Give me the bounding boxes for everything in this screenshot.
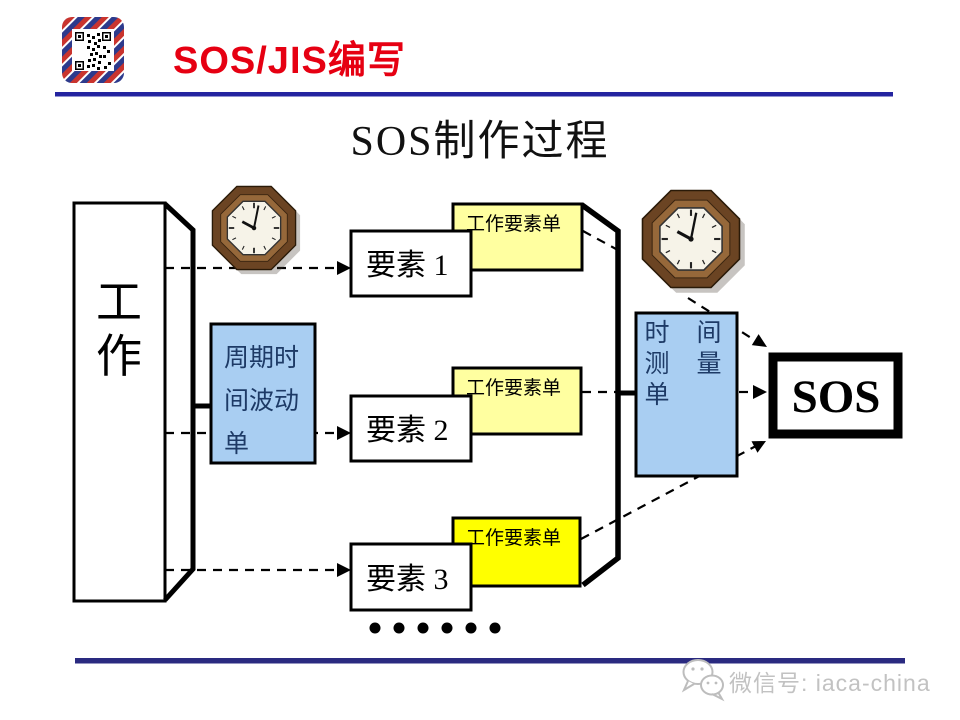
- cycle-time-line2: 间波动: [224, 387, 299, 415]
- wechat-account-label: 微信号: iaca-china: [729, 670, 931, 696]
- element-label-1: 要素 1: [366, 249, 449, 282]
- time-measure-r3c1: 单: [644, 381, 669, 409]
- qr-code-icon: [62, 17, 124, 83]
- time-measure-r1c2: 间: [696, 319, 721, 347]
- ellipsis-dots: [369, 622, 501, 634]
- page-title: SOS/JIS编写: [173, 40, 406, 82]
- footer-rule: [75, 658, 905, 664]
- arrowheads: [337, 261, 767, 577]
- cycle-time-line1: 周期时: [224, 344, 299, 372]
- dash-worksheet1-to-bracket: [582, 230, 617, 250]
- work-box: [72, 201, 167, 603]
- work-box-3d-edge: [163, 202, 196, 602]
- element-box-2: [349, 394, 473, 463]
- element-box-1: [349, 229, 473, 298]
- worksheet-label-1: 工作要素单: [466, 213, 561, 235]
- slide-title: SOS制作过程: [350, 119, 610, 165]
- wechat-bubbles-icon: [681, 659, 725, 702]
- time-measure-box: [634, 311, 739, 478]
- time-measure-r2c1: 测: [644, 350, 669, 378]
- work-char-1: 工: [96, 277, 142, 328]
- wall-clock-icon-right: [640, 188, 747, 295]
- time-measure-r1c1: 时: [644, 319, 669, 347]
- cycle-time-box: [209, 322, 317, 465]
- cycle-time-line3: 单: [224, 430, 249, 458]
- element-label-3: 要素 3: [366, 563, 449, 596]
- wall-clock-icon-left: [211, 185, 302, 276]
- worksheet-label-3: 工作要素单: [466, 527, 561, 549]
- work-char-2: 作: [96, 331, 142, 382]
- time-measure-r2c2: 量: [696, 351, 721, 378]
- sos-label: SOS: [792, 371, 881, 423]
- element-box-3: [349, 542, 473, 612]
- sos-box: [768, 352, 903, 439]
- worksheet-label-2: 工作要素单: [466, 377, 561, 399]
- element-label-2: 要素 2: [366, 414, 449, 447]
- header-rule: [55, 92, 893, 97]
